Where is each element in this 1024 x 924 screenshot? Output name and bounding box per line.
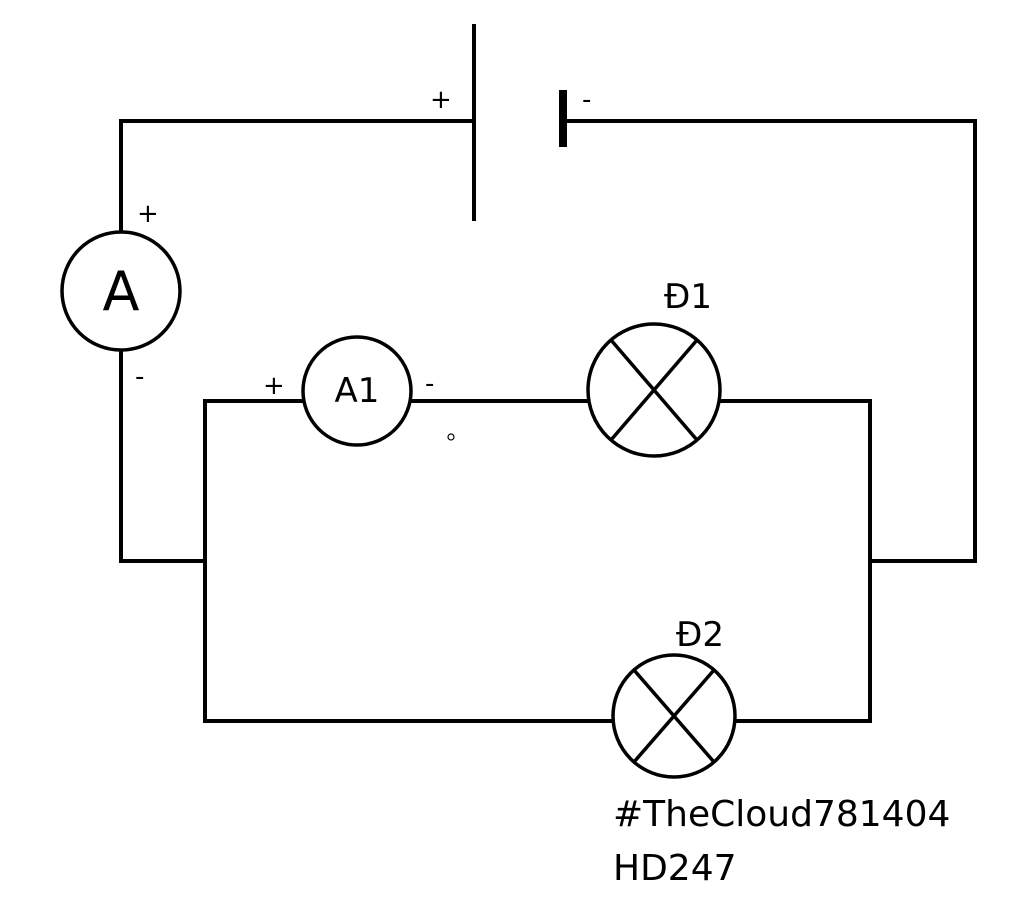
ammeter-main: A + - [60, 199, 182, 392]
ammeter-main-plus-sign: + [137, 199, 159, 229]
ammeter-branch-minus-sign: - [425, 369, 434, 399]
ammeter-main-minus-sign: - [135, 362, 144, 392]
ammeter-main-ring [60, 230, 182, 352]
battery: + - [430, 24, 591, 221]
bulb-1: Đ1 [586, 277, 722, 458]
caption: #TheCloud781404 HD247 [613, 794, 950, 889]
ammeter-branch-ring [301, 335, 413, 447]
bulb-1-cross-b [609, 338, 699, 442]
bulb-2-cross-b [632, 668, 716, 764]
ammeter-branch-label: A1 [335, 371, 380, 411]
wire-top-left [119, 119, 476, 234]
battery-plus-sign: + [430, 85, 452, 115]
caption-line-2: HD247 [613, 848, 737, 889]
bulb-2-label: Đ2 [676, 615, 724, 655]
stray-dot [447, 433, 455, 441]
ammeter-main-label: A [103, 260, 140, 323]
bulb-2: Đ2 [611, 615, 737, 779]
bulb-1-label: Đ1 [664, 277, 712, 317]
ammeter-branch: A1 + - [263, 335, 434, 447]
caption-line-1: #TheCloud781404 [613, 794, 950, 835]
battery-minus-sign: - [582, 85, 591, 115]
wire-left-down [119, 349, 207, 563]
ammeter-branch-plus-sign: + [263, 371, 285, 401]
wire-top-right [561, 119, 977, 563]
wires [119, 119, 977, 723]
